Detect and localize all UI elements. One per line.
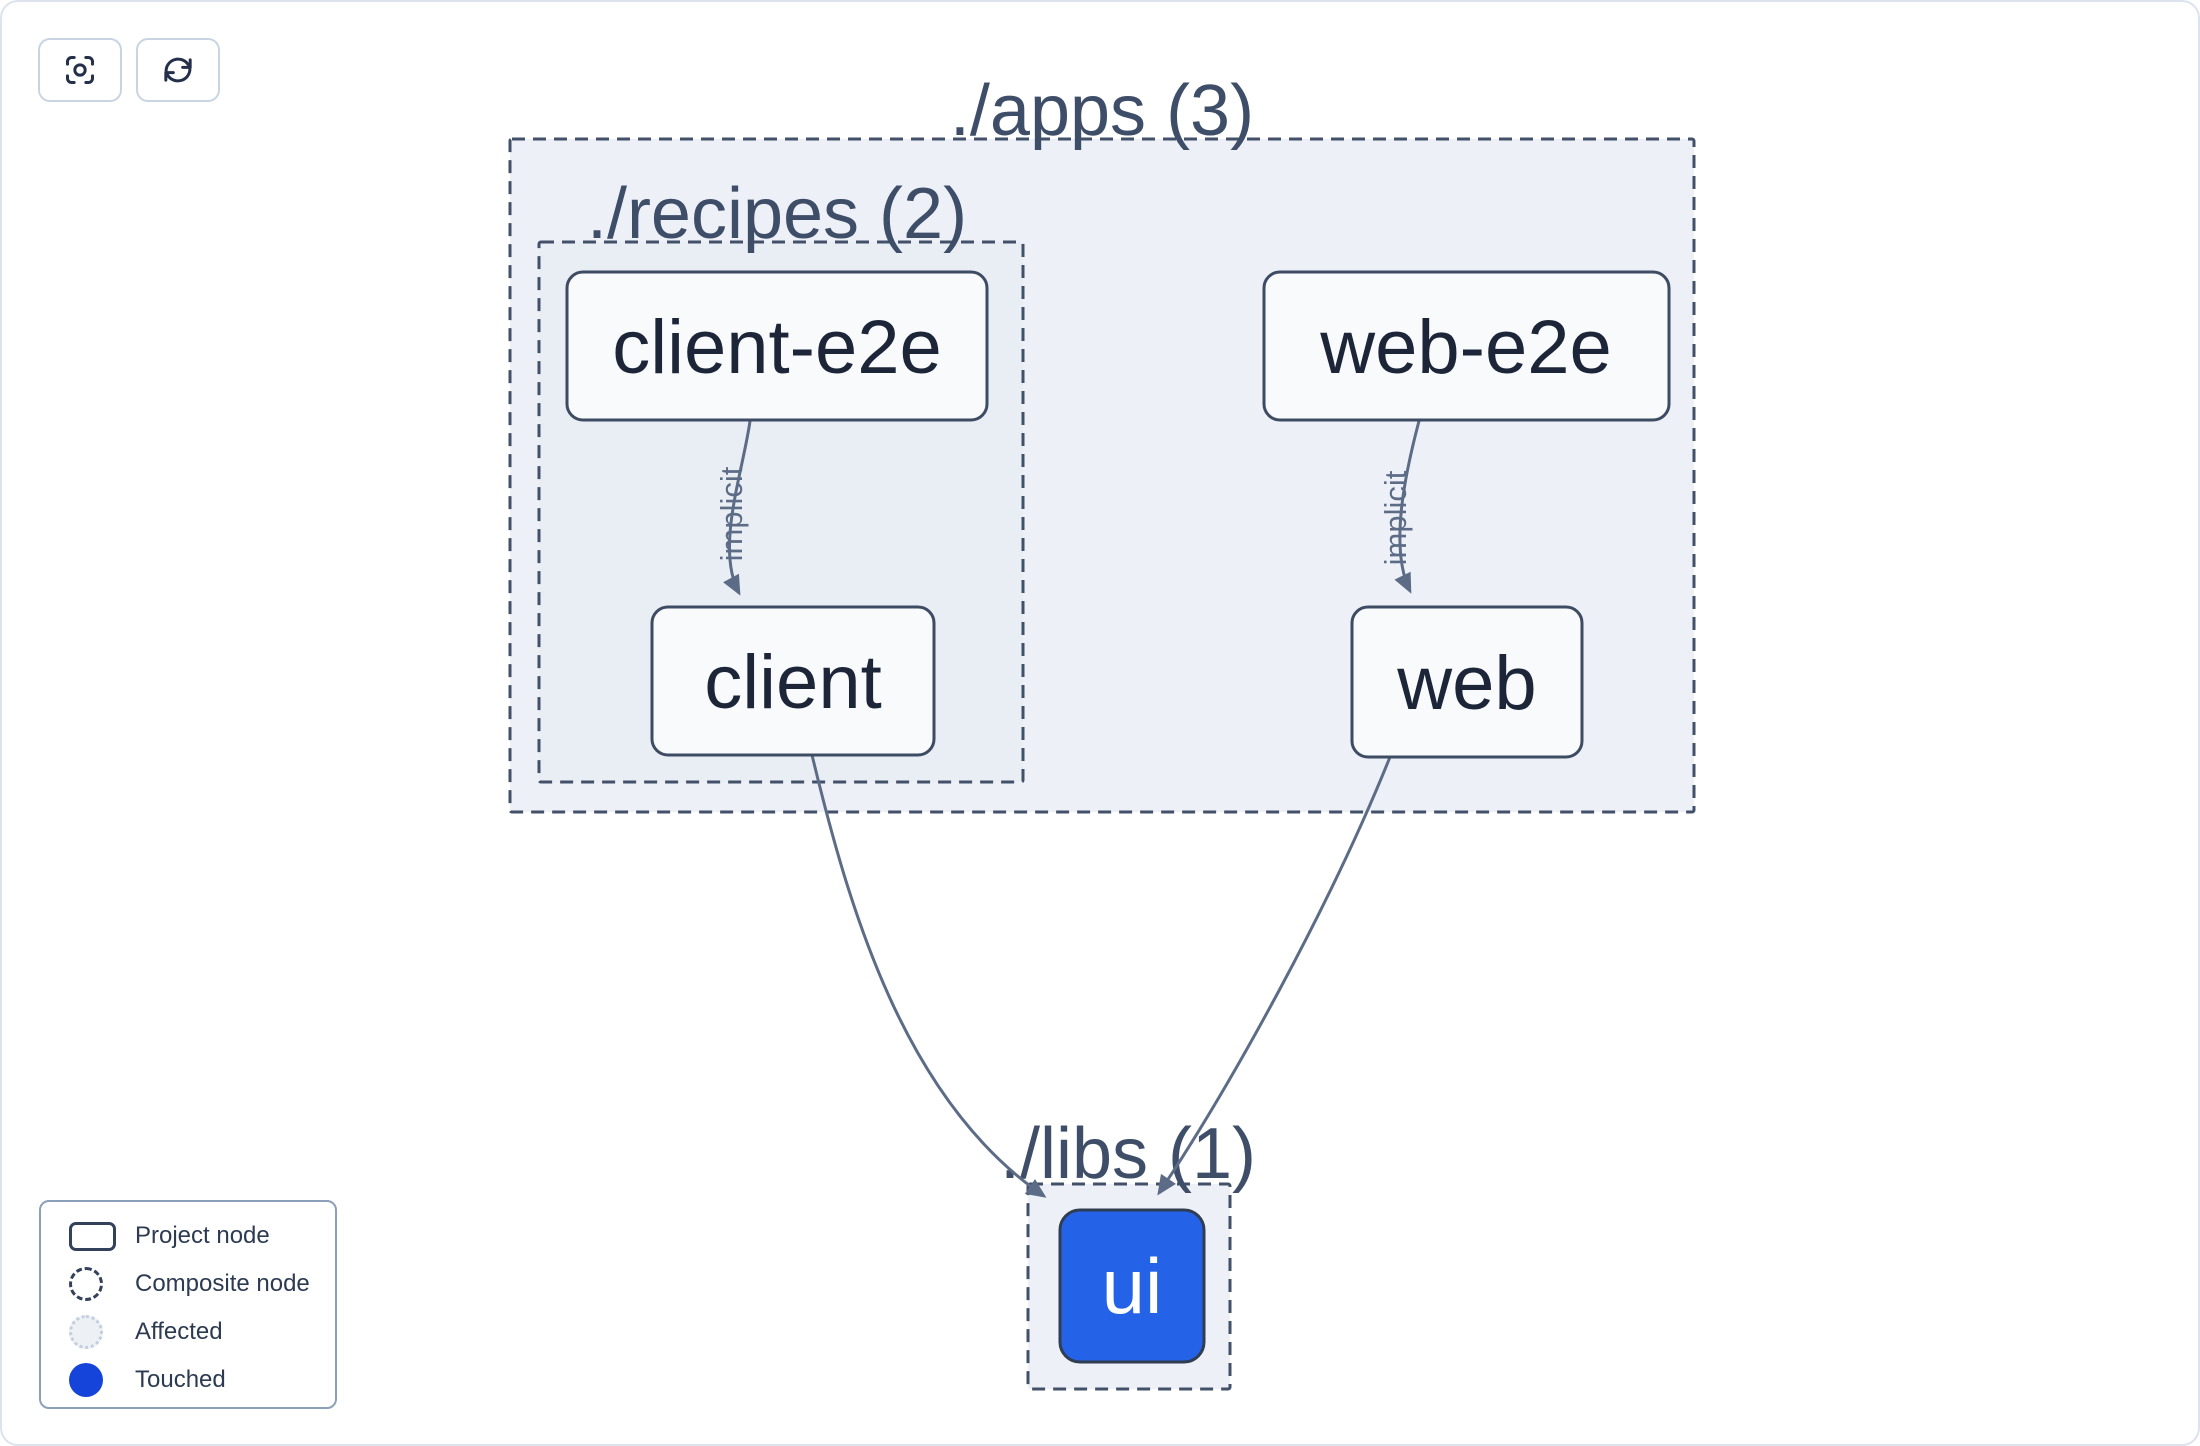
composite-node-swatch	[69, 1267, 103, 1301]
legend-label: Project node	[135, 1222, 270, 1249]
legend-item-touched: Touched	[41, 1356, 335, 1404]
group-label-recipes: ./recipes (2)	[587, 174, 967, 254]
edge-client-e2e-client[interactable]	[723, 420, 752, 596]
group-label-libs: ./libs (1)	[1000, 1114, 1256, 1194]
legend: Project node Composite node Affected Tou…	[39, 1200, 337, 1409]
refresh-button[interactable]	[136, 38, 220, 102]
node-label-client: client	[704, 640, 881, 725]
legend-item-composite-node: Composite node	[41, 1260, 335, 1308]
affected-swatch	[69, 1315, 103, 1349]
node-label-ui: ui	[1102, 1242, 1163, 1330]
node-label-web-e2e: web-e2e	[1319, 305, 1612, 390]
legend-label: Touched	[135, 1366, 226, 1393]
legend-item-project-node: Project node	[41, 1212, 335, 1260]
node-web[interactable]	[1350, 605, 1584, 759]
edge-web-ui[interactable]	[1157, 756, 1392, 1196]
node-client[interactable]	[650, 605, 936, 757]
group-label-apps: ./apps (3)	[950, 71, 1254, 151]
legend-label: Affected	[135, 1318, 223, 1345]
graph-toolbar	[38, 38, 220, 102]
legend-label: Composite node	[135, 1270, 310, 1297]
node-web-e2e[interactable]	[1262, 270, 1671, 422]
center-graph-button[interactable]	[38, 38, 122, 102]
node-label-web: web	[1396, 641, 1536, 726]
node-label-client-e2e: client-e2e	[612, 305, 942, 390]
focus-icon	[66, 56, 94, 84]
node-client-e2e[interactable]	[565, 270, 989, 422]
node-ui[interactable]	[1058, 1208, 1206, 1364]
edge-web-e2e-web[interactable]	[1394, 420, 1421, 594]
edge-label-implicit-web: implicit	[1378, 470, 1413, 565]
refresh-icon	[164, 57, 192, 83]
project-node-swatch	[69, 1221, 116, 1251]
legend-item-affected: Affected	[41, 1308, 335, 1356]
edge-client-ui[interactable]	[810, 754, 1047, 1198]
edge-label-implicit-client: implicit	[714, 466, 749, 561]
touched-swatch	[69, 1363, 103, 1397]
